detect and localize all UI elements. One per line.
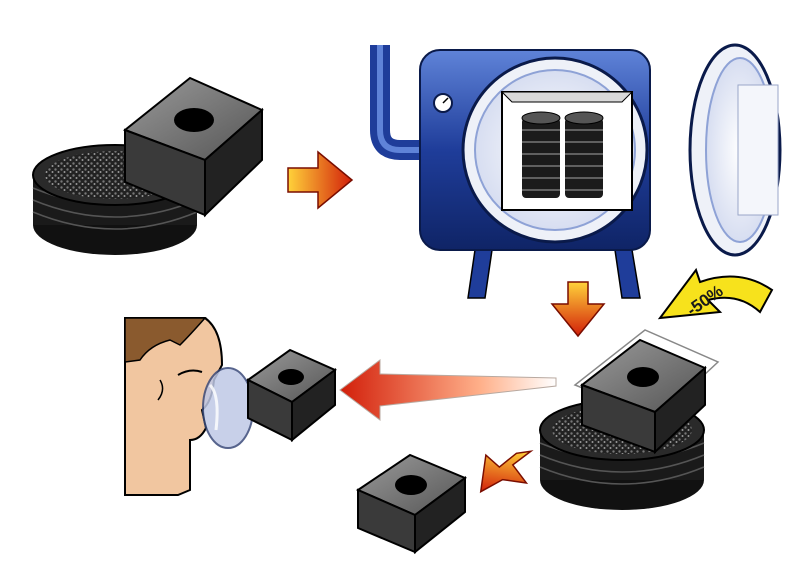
inspected-insert-icon bbox=[246, 348, 337, 443]
process-arrow-3 bbox=[339, 359, 557, 421]
process-arrow-4 bbox=[479, 450, 534, 494]
shrinkage-arrow: -50% bbox=[657, 267, 774, 320]
vacuum-furnace-icon bbox=[370, 43, 782, 299]
insert-on-plate-icon bbox=[123, 76, 264, 218]
process-arrow-2 bbox=[550, 281, 606, 338]
sintered-insert-icon bbox=[569, 326, 724, 455]
furnace-stacks bbox=[521, 111, 604, 198]
inspector-eye-icon bbox=[124, 317, 254, 496]
finished-insert-icon bbox=[355, 453, 468, 555]
process-arrow-1 bbox=[287, 150, 354, 210]
